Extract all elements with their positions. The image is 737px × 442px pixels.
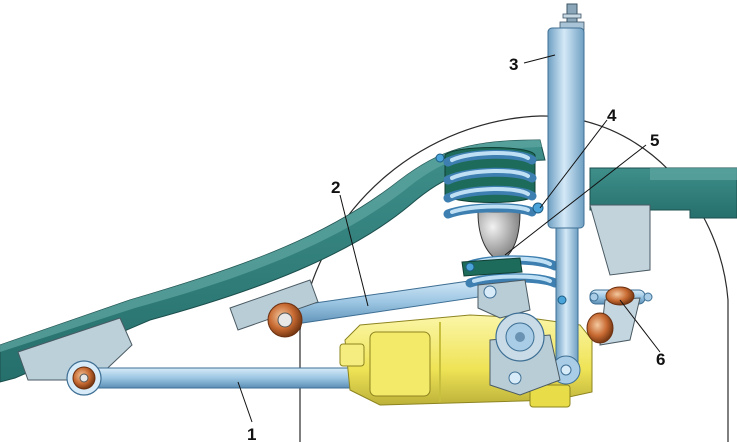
upper-rod-front-bushing (267, 302, 303, 338)
callout-label-6: 6 (656, 350, 665, 369)
callout-label-2: 2 (331, 178, 340, 197)
coil-spring (443, 147, 560, 288)
spring-seat-dot (435, 153, 445, 163)
panhard-rod-mount (586, 286, 653, 346)
axle-bracket (477, 279, 561, 396)
spring-seat-dot-lower (465, 262, 475, 272)
lower-rod-front-bushing (66, 360, 102, 396)
body-frame (0, 139, 737, 383)
callout-label-4: 4 (607, 106, 617, 125)
callout-leaders (237, 54, 661, 423)
callout-label-5: 5 (650, 131, 659, 150)
shock-absorber (547, 3, 585, 385)
shock-mount-bushing (532, 202, 544, 214)
callout-label-3: 3 (509, 55, 518, 74)
spring-seat-dot-right (557, 295, 567, 305)
callout-label-1: 1 (247, 425, 256, 442)
compression-buffer (477, 211, 521, 263)
